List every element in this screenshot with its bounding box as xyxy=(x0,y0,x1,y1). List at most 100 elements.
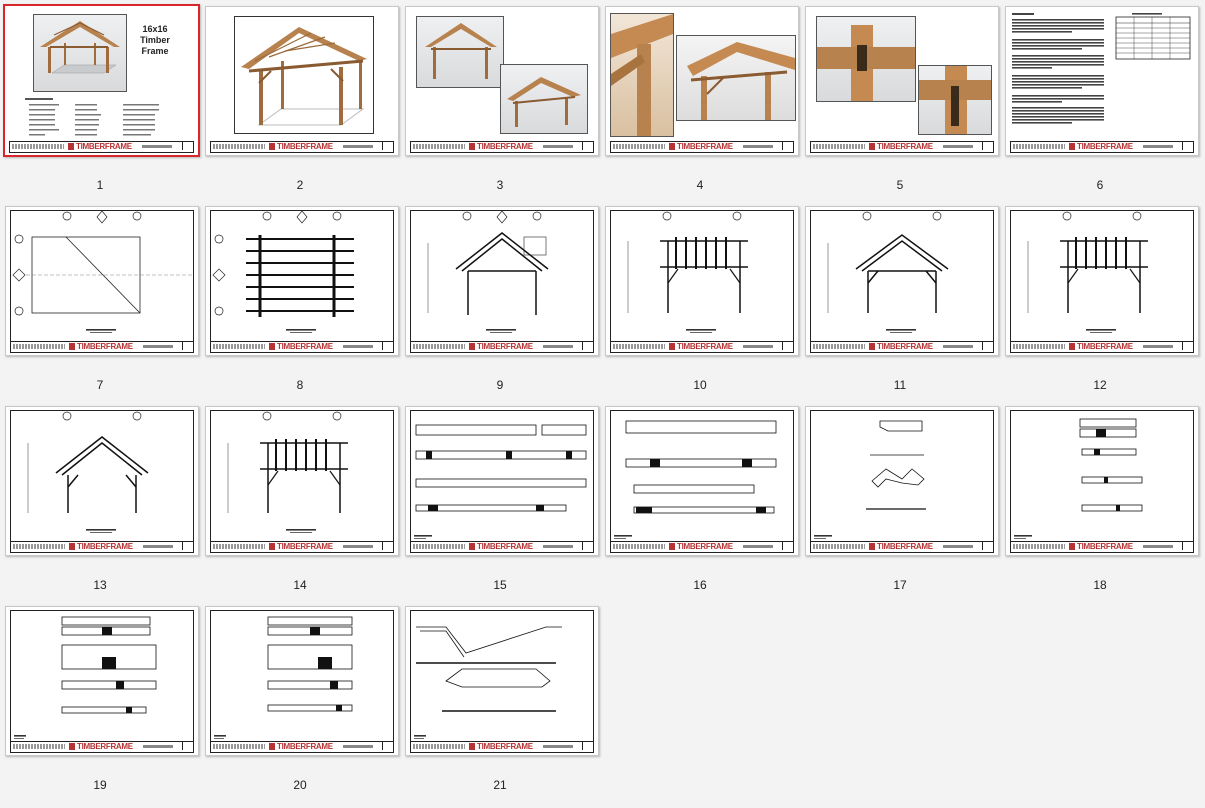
page-preview[interactable]: TIMBERFRAME xyxy=(205,606,399,756)
section-drawing xyxy=(27,411,149,533)
page-number-label: 6 xyxy=(1096,178,1104,192)
page-thumbnail-19[interactable]: TIMBERFRAME 19 xyxy=(0,600,200,800)
page-preview[interactable]: TIMBERFRAME xyxy=(205,6,399,156)
page-preview[interactable]: TIMBERFRAME xyxy=(5,406,199,556)
timberframe-logo: TIMBERFRAME xyxy=(669,342,737,351)
timber-frame-render-icon xyxy=(241,27,367,126)
title-block: TIMBERFRAME xyxy=(410,541,594,553)
member-shop-drawing xyxy=(14,616,157,739)
member-shop-drawing xyxy=(614,420,777,539)
page-number-label: 14 xyxy=(293,578,307,592)
timberframe-logo: TIMBERFRAME xyxy=(69,542,137,551)
timberframe-logo: TIMBERFRAME xyxy=(1069,542,1137,551)
page-thumbnail-5[interactable]: TIMBERFRAME 5 xyxy=(800,0,1000,200)
title-block: TIMBERFRAME xyxy=(9,141,194,153)
page-preview[interactable]: TIMBERFRAME xyxy=(605,206,799,356)
page-thumbnail-16[interactable]: TIMBERFRAME 16 xyxy=(600,400,800,600)
title-block: TIMBERFRAME xyxy=(410,341,594,353)
title-block: TIMBERFRAME xyxy=(810,341,994,353)
timberframe-logo: TIMBERFRAME xyxy=(469,542,537,551)
page-preview[interactable]: TIMBERFRAME xyxy=(205,206,399,356)
page-thumbnail-12[interactable]: TIMBERFRAME 12 xyxy=(1000,200,1200,400)
page-thumbnail-3[interactable]: TIMBERFRAME 3 xyxy=(400,0,600,200)
page-preview[interactable]: TIMBERFRAME xyxy=(1005,406,1199,556)
title-block: TIMBERFRAME xyxy=(810,541,994,553)
title-block: TIMBERFRAME xyxy=(210,141,394,153)
title-block: TIMBERFRAME xyxy=(1010,541,1194,553)
page-thumbnail-21[interactable]: TIMBERFRAME 21 xyxy=(400,600,600,800)
member-shop-drawing xyxy=(1014,418,1143,539)
page-preview[interactable]: TIMBERFRAME xyxy=(605,406,799,556)
page-preview[interactable]: TIMBERFRAME xyxy=(805,6,999,156)
page-number-label: 7 xyxy=(96,378,104,392)
page-number-label: 10 xyxy=(693,378,707,392)
page-thumbnail-15[interactable]: TIMBERFRAME 15 xyxy=(400,400,600,600)
page-number-label: 19 xyxy=(93,778,107,792)
page-thumbnail-9[interactable]: TIMBERFRAME 9 xyxy=(400,200,600,400)
page-number-label: 17 xyxy=(893,578,907,592)
page-preview[interactable]: TIMBERFRAME xyxy=(5,206,199,356)
title-block: TIMBERFRAME xyxy=(210,741,394,753)
page-preview[interactable]: TIMBERFRAME xyxy=(405,406,599,556)
timberframe-logo: TIMBERFRAME xyxy=(469,742,537,751)
page-thumbnail-14[interactable]: TIMBERFRAME 14 xyxy=(200,400,400,600)
frame-render-image xyxy=(416,16,504,88)
page-number-label: 2 xyxy=(296,178,304,192)
page-thumbnail-6[interactable]: TIMBERFRAME 6 xyxy=(1000,0,1200,200)
timberframe-logo: TIMBERFRAME xyxy=(869,342,937,351)
timber-joint-icon xyxy=(687,42,795,120)
joint-detail-render xyxy=(918,65,992,135)
page-preview[interactable]: TIMBERFRAME xyxy=(405,206,599,356)
title-block: TIMBERFRAME xyxy=(10,341,194,353)
page-preview[interactable]: TIMBERFRAME xyxy=(5,606,199,756)
page-preview[interactable]: TIMBERFRAME xyxy=(205,406,399,556)
gable-elevation-drawing xyxy=(827,211,949,333)
page-thumbnail-7[interactable]: TIMBERFRAME 7 xyxy=(0,200,200,400)
page-thumbnail-18[interactable]: TIMBERFRAME 18 xyxy=(1000,400,1200,600)
timberframe-logo: TIMBERFRAME xyxy=(269,742,337,751)
page-thumbnail-2[interactable]: TIMBERFRAME 2 xyxy=(200,0,400,200)
page-thumbnail-10[interactable]: TIMBERFRAME 10 xyxy=(600,200,800,400)
member-shop-drawing xyxy=(814,420,926,539)
joint-detail-render xyxy=(816,16,916,102)
timber-schedule-table xyxy=(1115,13,1191,60)
timberframe-logo: TIMBERFRAME xyxy=(669,142,737,151)
frame-render-image xyxy=(234,16,374,134)
page-preview[interactable]: TIMBERFRAME xyxy=(1005,6,1199,156)
side-elevation-drawing xyxy=(627,211,748,333)
title-block: TIMBERFRAME xyxy=(1010,141,1194,153)
cover-sheet-index xyxy=(25,98,159,136)
page-preview[interactable]: TIMBERFRAME xyxy=(405,6,599,156)
side-elevation-drawing xyxy=(1027,211,1148,333)
page-thumbnail-13[interactable]: TIMBERFRAME 13 xyxy=(0,400,200,600)
page-thumbnail-8[interactable]: TIMBERFRAME 8 xyxy=(200,200,400,400)
title-block: TIMBERFRAME xyxy=(1010,341,1194,353)
page-thumbnail-17[interactable]: TIMBERFRAME 17 xyxy=(800,400,1000,600)
title-block: TIMBERFRAME xyxy=(610,141,794,153)
page-thumbnail-1[interactable]: 16x16 Timber Frame TIMBERFRAME 1 xyxy=(0,0,200,200)
page-thumbnail-20[interactable]: TIMBERFRAME 20 xyxy=(200,600,400,800)
page-thumbnail-11[interactable]: TIMBERFRAME 11 xyxy=(800,200,1000,400)
timberframe-logo: TIMBERFRAME xyxy=(269,342,337,351)
page-number-label: 11 xyxy=(893,378,907,392)
page-preview[interactable]: TIMBERFRAME xyxy=(1005,206,1199,356)
page-number-label: 12 xyxy=(1093,378,1107,392)
page-number-label: 5 xyxy=(896,178,904,192)
page-preview[interactable]: TIMBERFRAME xyxy=(805,406,999,556)
page-preview-selected[interactable]: 16x16 Timber Frame TIMBERFRAME xyxy=(3,4,200,157)
timberframe-logo: TIMBERFRAME xyxy=(469,342,537,351)
cover-title: 16x16 Timber Frame xyxy=(125,24,185,57)
timber-frame-render-icon xyxy=(40,21,120,74)
page-preview[interactable]: TIMBERFRAME xyxy=(805,206,999,356)
section-drawing xyxy=(227,411,348,533)
title-block: TIMBERFRAME xyxy=(210,541,394,553)
title-block: TIMBERFRAME xyxy=(10,741,194,753)
page-preview[interactable]: TIMBERFRAME xyxy=(405,606,599,756)
title-block: TIMBERFRAME xyxy=(10,541,194,553)
gable-elevation-drawing xyxy=(427,210,549,333)
page-preview[interactable]: TIMBERFRAME xyxy=(605,6,799,156)
page-number-label: 3 xyxy=(496,178,504,192)
page-thumbnail-4[interactable]: TIMBERFRAME 4 xyxy=(600,0,800,200)
page-number-label: 9 xyxy=(496,378,504,392)
